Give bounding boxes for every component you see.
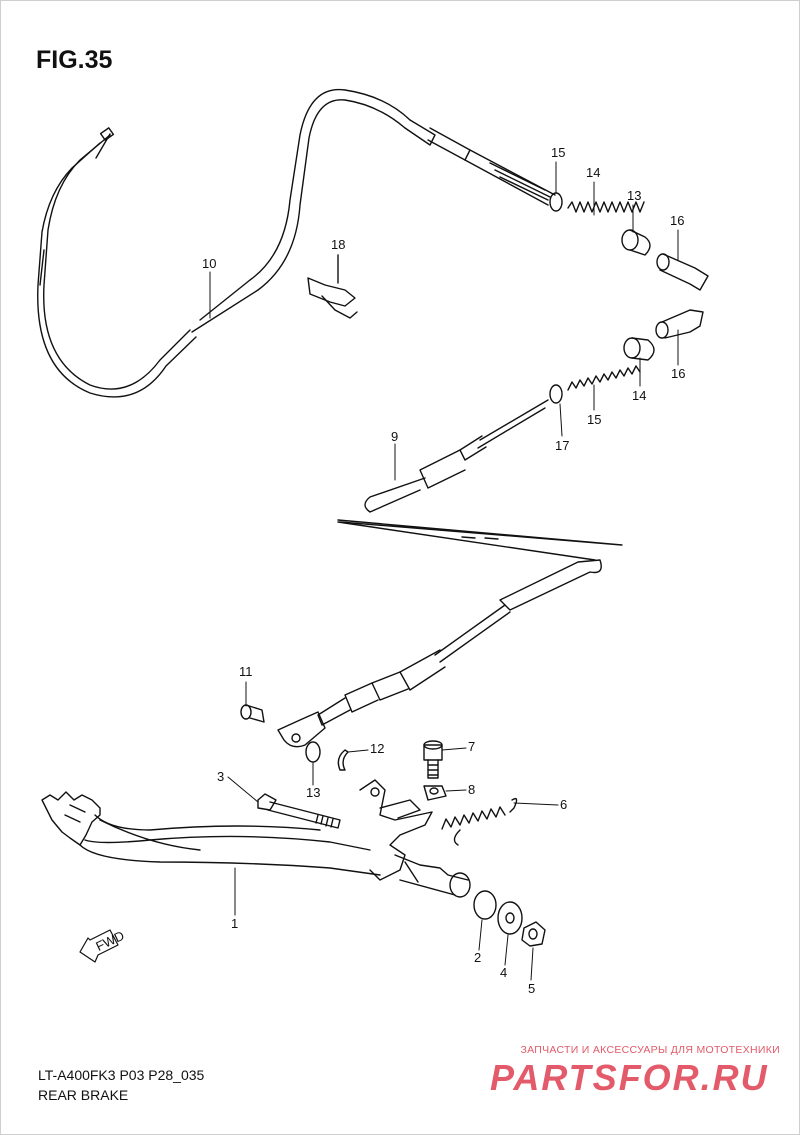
return-spring-6[interactable]	[441, 797, 518, 846]
part-label-15: 14	[586, 165, 600, 180]
fwd-label: FWD	[93, 928, 126, 954]
o-ring-2[interactable]	[473, 890, 497, 920]
part-label-10: 10	[202, 256, 216, 271]
part-label-5: 5	[528, 981, 535, 996]
part-label-12: 12	[370, 741, 384, 756]
cotter-pin-12[interactable]	[337, 749, 349, 771]
bolt-7[interactable]	[423, 740, 443, 779]
nut-8[interactable]	[423, 785, 447, 801]
part-label-2: 2	[474, 950, 481, 965]
model-code: LT-A400FK3 P03 P28_035	[38, 1067, 205, 1083]
fwd-arrow-icon: FWD	[79, 928, 127, 963]
part-number-labels: 15 14 13 16 18 10 16 14 15 17 9 11 12 7 …	[202, 145, 685, 996]
part-label-17: 15	[551, 145, 565, 160]
pin-16-lower[interactable]	[655, 309, 704, 339]
clevis-pin-11[interactable]	[240, 704, 265, 723]
cable-9[interactable]	[277, 399, 623, 748]
part-label-16: 16	[671, 366, 685, 381]
washer-13[interactable]	[305, 741, 321, 763]
bolt-3[interactable]	[257, 793, 341, 829]
joint-14-lower[interactable]	[623, 337, 655, 361]
part-label-3: 3	[217, 769, 224, 784]
brake-pedal-1[interactable]	[41, 779, 471, 898]
joint-14-upper[interactable]	[621, 229, 651, 256]
part-label-6: 6	[560, 797, 567, 812]
washer-4[interactable]	[497, 901, 523, 935]
part-label-16: 16	[670, 213, 684, 228]
figure-title: FIG.35	[36, 46, 113, 74]
cable-10[interactable]	[37, 88, 556, 398]
part-label-17: 17	[555, 438, 569, 453]
part-label-18: 18	[331, 237, 345, 252]
nut-5[interactable]	[521, 921, 546, 947]
leader-lines	[209, 161, 679, 981]
washer-17-lower[interactable]	[549, 384, 563, 404]
part-label-14: 13	[627, 188, 641, 203]
part-label-11: 11	[239, 664, 253, 679]
spring-15-lower[interactable]	[567, 365, 641, 391]
clamp-18[interactable]	[307, 254, 358, 319]
part-label-1: 1	[231, 916, 238, 931]
watermark-logo-text: PARTSFOR.RU	[490, 1058, 769, 1098]
part-label-15: 15	[587, 412, 601, 427]
part-label-9: 9	[391, 429, 398, 444]
part-label-13: 13	[306, 785, 320, 800]
washer-17-upper[interactable]	[549, 192, 563, 212]
section-name: REAR BRAKE	[38, 1087, 129, 1103]
pin-16-upper[interactable]	[656, 253, 709, 291]
part-label-4: 4	[500, 965, 507, 980]
spring-15-upper[interactable]	[567, 201, 645, 213]
part-label-7: 7	[468, 739, 475, 754]
watermark-logo: PARTSFOR.RU	[490, 1058, 769, 1098]
part-label-14: 14	[632, 388, 646, 403]
watermark-subtitle: ЗАПЧАСТИ И АКСЕССУАРЫ ДЛЯ МОТОТЕХНИКИ	[520, 1044, 780, 1056]
part-label-8: 8	[468, 782, 475, 797]
